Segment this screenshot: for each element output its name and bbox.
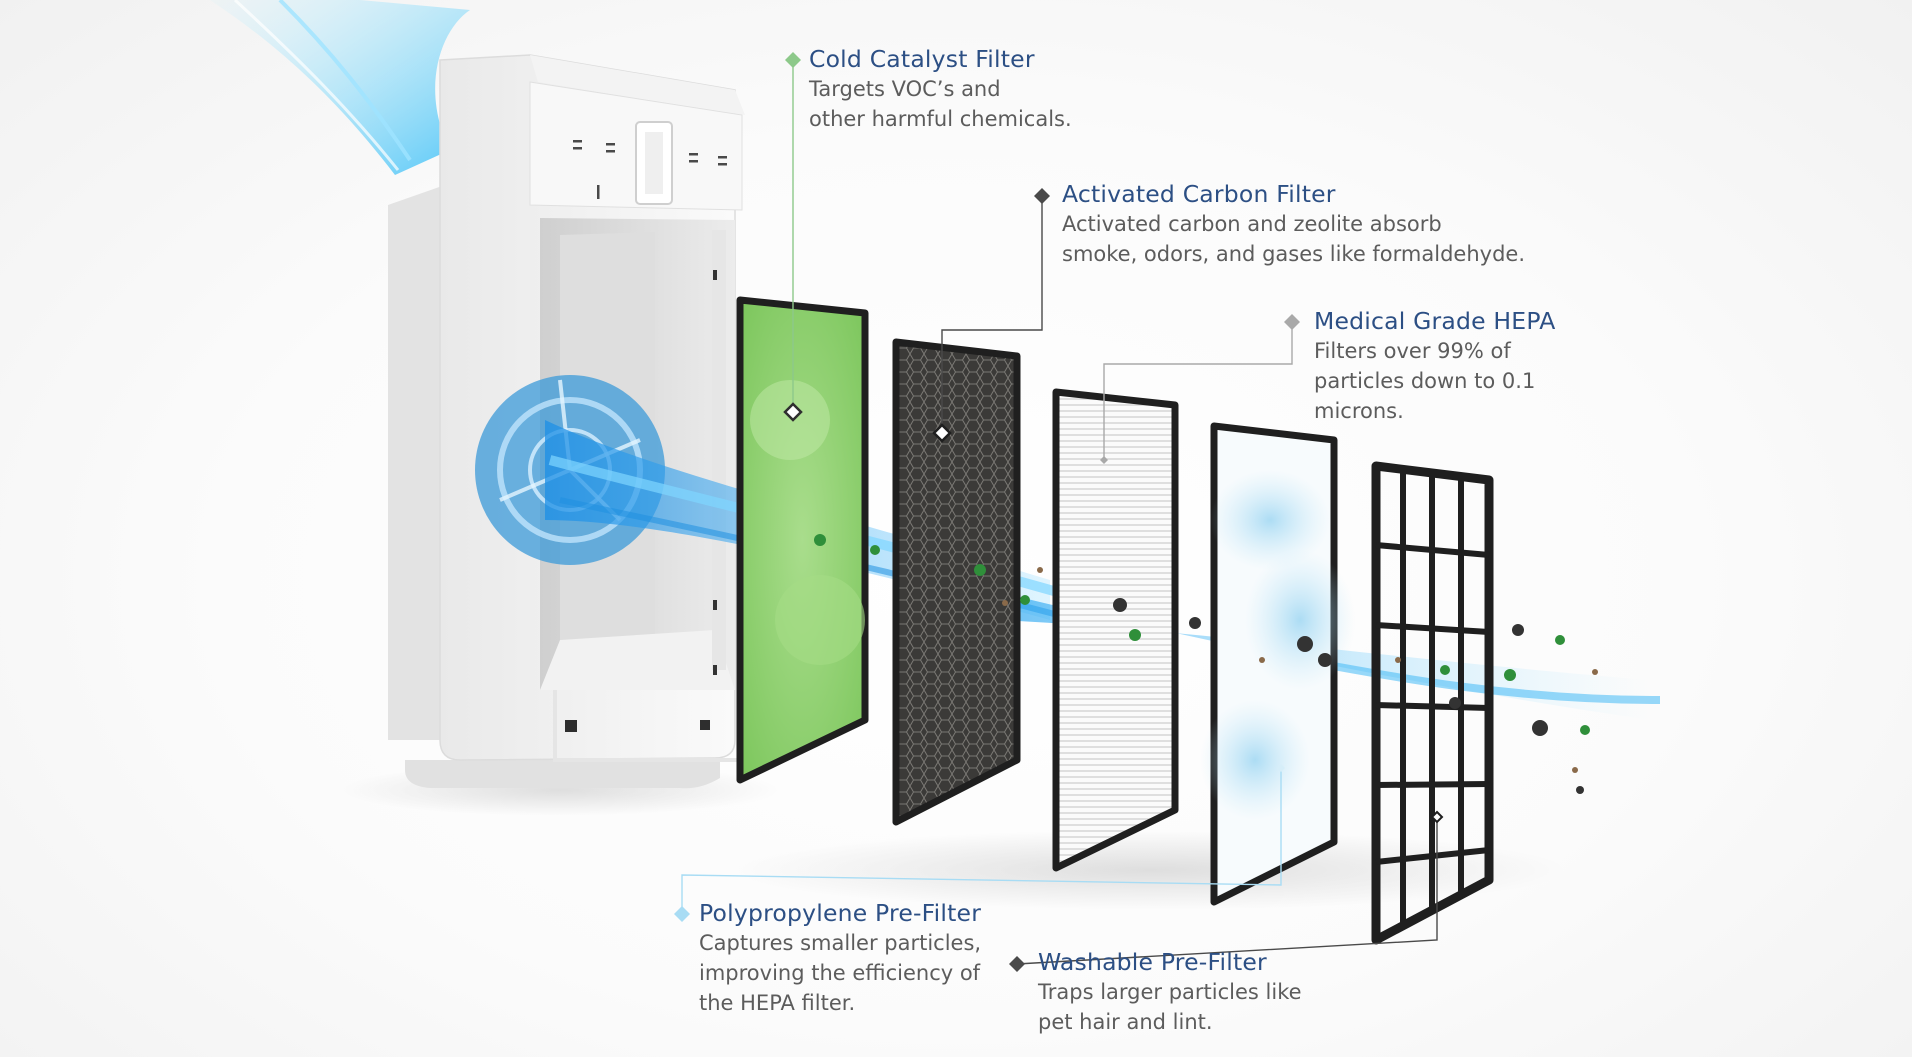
- label-description: Traps larger particles like pet hair and…: [1038, 977, 1302, 1037]
- label-line: microns.: [1314, 399, 1404, 423]
- label-line: Activated carbon and zeolite absorb: [1062, 212, 1442, 236]
- label-activated-carbon: Activated Carbon Filter Activated carbon…: [1062, 179, 1525, 269]
- diamond-lightblue-icon: [674, 906, 690, 922]
- label-cold-catalyst: Cold Catalyst Filter Targets VOC’s and o…: [809, 44, 1072, 134]
- outgoing-airflow-stream: [210, 0, 470, 175]
- hepa-filter-panel: [1052, 388, 1179, 872]
- label-polypropylene: Polypropylene Pre-Filter Captures smalle…: [699, 898, 981, 1018]
- diamond-dark-icon: [1034, 188, 1050, 204]
- air-purifier-unit: [388, 54, 745, 789]
- diamond-gray-icon: [1284, 314, 1300, 330]
- label-line: Targets VOC’s and: [809, 77, 1001, 101]
- label-title: Activated Carbon Filter: [1062, 180, 1336, 208]
- diamond-green-icon: [785, 52, 801, 68]
- leader-lines: [681, 60, 1438, 965]
- label-title: Washable Pre-Filter: [1038, 948, 1267, 976]
- label-line: other harmful chemicals.: [809, 107, 1072, 131]
- label-line: smoke, odors, and gases like formaldehyd…: [1062, 242, 1525, 266]
- label-line: Filters over 99% of: [1314, 339, 1511, 363]
- label-title: Cold Catalyst Filter: [809, 45, 1035, 73]
- particles: [814, 534, 1598, 794]
- polypropylene-pre-filter-panel: [1200, 422, 1355, 906]
- label-title: Medical Grade HEPA: [1314, 307, 1556, 335]
- label-line: Traps larger particles like: [1038, 980, 1302, 1004]
- label-line: Captures smaller particles,: [699, 931, 982, 955]
- label-description: Activated carbon and zeolite absorb smok…: [1062, 209, 1525, 269]
- filter-marker-icons: [783, 402, 1444, 824]
- label-line: improving the efficiency of: [699, 961, 981, 985]
- label-line: pet hair and lint.: [1038, 1010, 1213, 1034]
- label-description: Filters over 99% of particles down to 0.…: [1314, 336, 1555, 426]
- label-marker-icons: [674, 52, 1300, 972]
- label-washable: Washable Pre-Filter Traps larger particl…: [1038, 947, 1302, 1037]
- label-line: the HEPA filter.: [699, 991, 856, 1015]
- label-description: Targets VOC’s and other harmful chemical…: [809, 74, 1072, 134]
- diamond-dark-icon: [1009, 956, 1025, 972]
- label-description: Captures smaller particles, improving th…: [699, 928, 981, 1018]
- washable-pre-filter-grid: [1371, 461, 1494, 945]
- cold-catalyst-filter-panel: [736, 296, 869, 784]
- label-line: particles down to 0.1: [1314, 369, 1536, 393]
- activated-carbon-filter-panel: [892, 338, 1021, 826]
- label-medical-hepa: Medical Grade HEPA Filters over 99% of p…: [1314, 306, 1555, 426]
- label-title: Polypropylene Pre-Filter: [699, 899, 982, 927]
